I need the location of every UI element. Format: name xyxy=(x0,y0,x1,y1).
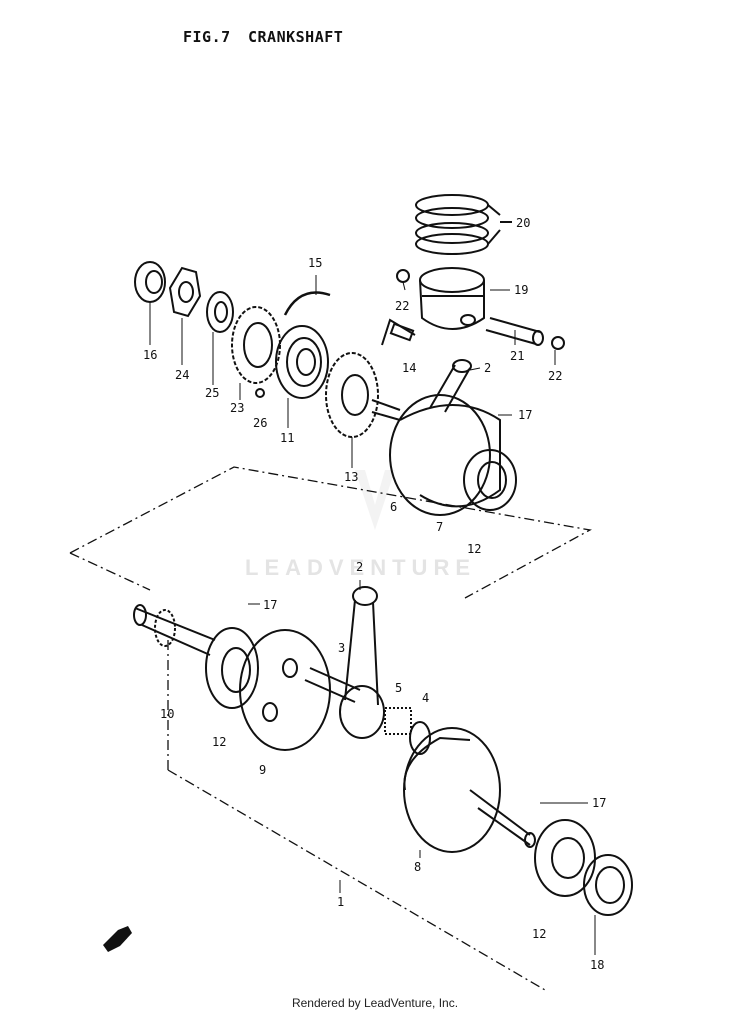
bearing-12-right xyxy=(534,819,596,897)
nut-24 xyxy=(168,266,202,318)
callout-23: 23 xyxy=(230,401,244,415)
callout-2-upper: 2 xyxy=(484,361,491,375)
footer-credit: Rendered by LeadVenture, Inc. xyxy=(291,996,459,1010)
callout-12-left: 12 xyxy=(212,735,226,749)
callout-7: 7 xyxy=(436,520,443,534)
callout-26: 26 xyxy=(253,416,267,430)
callout-12-right: 12 xyxy=(532,927,546,941)
bearing-12-left xyxy=(205,627,259,709)
callout-25: 25 xyxy=(205,386,219,400)
callout-1: 1 xyxy=(337,895,344,909)
crank-web-8 xyxy=(403,727,536,853)
connecting-rod xyxy=(339,586,385,739)
callout-20: 20 xyxy=(516,216,530,230)
piston-pin xyxy=(485,317,544,346)
crank-gear-13 xyxy=(325,352,401,438)
callout-11: 11 xyxy=(280,431,294,445)
needle-bearing-5 xyxy=(384,707,412,735)
leader-lines xyxy=(149,275,596,955)
callout-22-right: 22 xyxy=(548,369,562,383)
callout-21: 21 xyxy=(510,349,524,363)
figure-label: FIG.7 xyxy=(183,28,231,46)
callout-13: 13 xyxy=(344,470,358,484)
front-direction-arrow xyxy=(103,926,132,952)
callout-3: 3 xyxy=(338,641,345,655)
callout-24: 24 xyxy=(175,368,189,382)
oil-seal-18 xyxy=(583,854,633,916)
gear-23 xyxy=(231,306,281,398)
callout-22-left: 22 xyxy=(395,299,409,313)
callout-17-lower-right: 17 xyxy=(592,796,606,810)
watermark-text: LEADVENTURE xyxy=(245,555,476,580)
callout-8: 8 xyxy=(414,860,421,874)
leadventure-watermark-logo xyxy=(355,470,395,530)
callout-6: 6 xyxy=(390,500,397,514)
crank-shaft-10 xyxy=(133,604,216,656)
callout-19: 19 xyxy=(514,283,528,297)
callout-9: 9 xyxy=(259,763,266,777)
piston-ring-set xyxy=(415,194,512,255)
crankshaft-assembly xyxy=(381,318,517,516)
callout-14: 14 xyxy=(402,361,416,375)
callout-17-upper: 17 xyxy=(518,408,532,422)
callout-18: 18 xyxy=(590,958,604,972)
callout-4: 4 xyxy=(422,691,429,705)
callout-16: 16 xyxy=(143,348,157,362)
callout-10: 10 xyxy=(160,707,174,721)
callout-15: 15 xyxy=(308,256,322,270)
washer-4 xyxy=(409,721,431,755)
washer-25 xyxy=(206,291,234,333)
callout-5: 5 xyxy=(395,681,402,695)
figure-title: CRANKSHAFT xyxy=(248,28,344,46)
callout-17-lower-left: 17 xyxy=(263,598,277,612)
callout-2-lower: 2 xyxy=(356,560,363,574)
bearing-11 xyxy=(275,325,329,399)
piston xyxy=(419,267,485,330)
oil-seal-16 xyxy=(134,261,166,303)
assembly-boundary xyxy=(69,466,592,991)
wire-clip xyxy=(283,291,331,316)
callout-labels: 20 19 22 22 21 15 16 24 25 23 26 11 14 2… xyxy=(143,216,606,972)
callout-12-upper: 12 xyxy=(467,542,481,556)
crank-web-9 xyxy=(239,629,361,751)
